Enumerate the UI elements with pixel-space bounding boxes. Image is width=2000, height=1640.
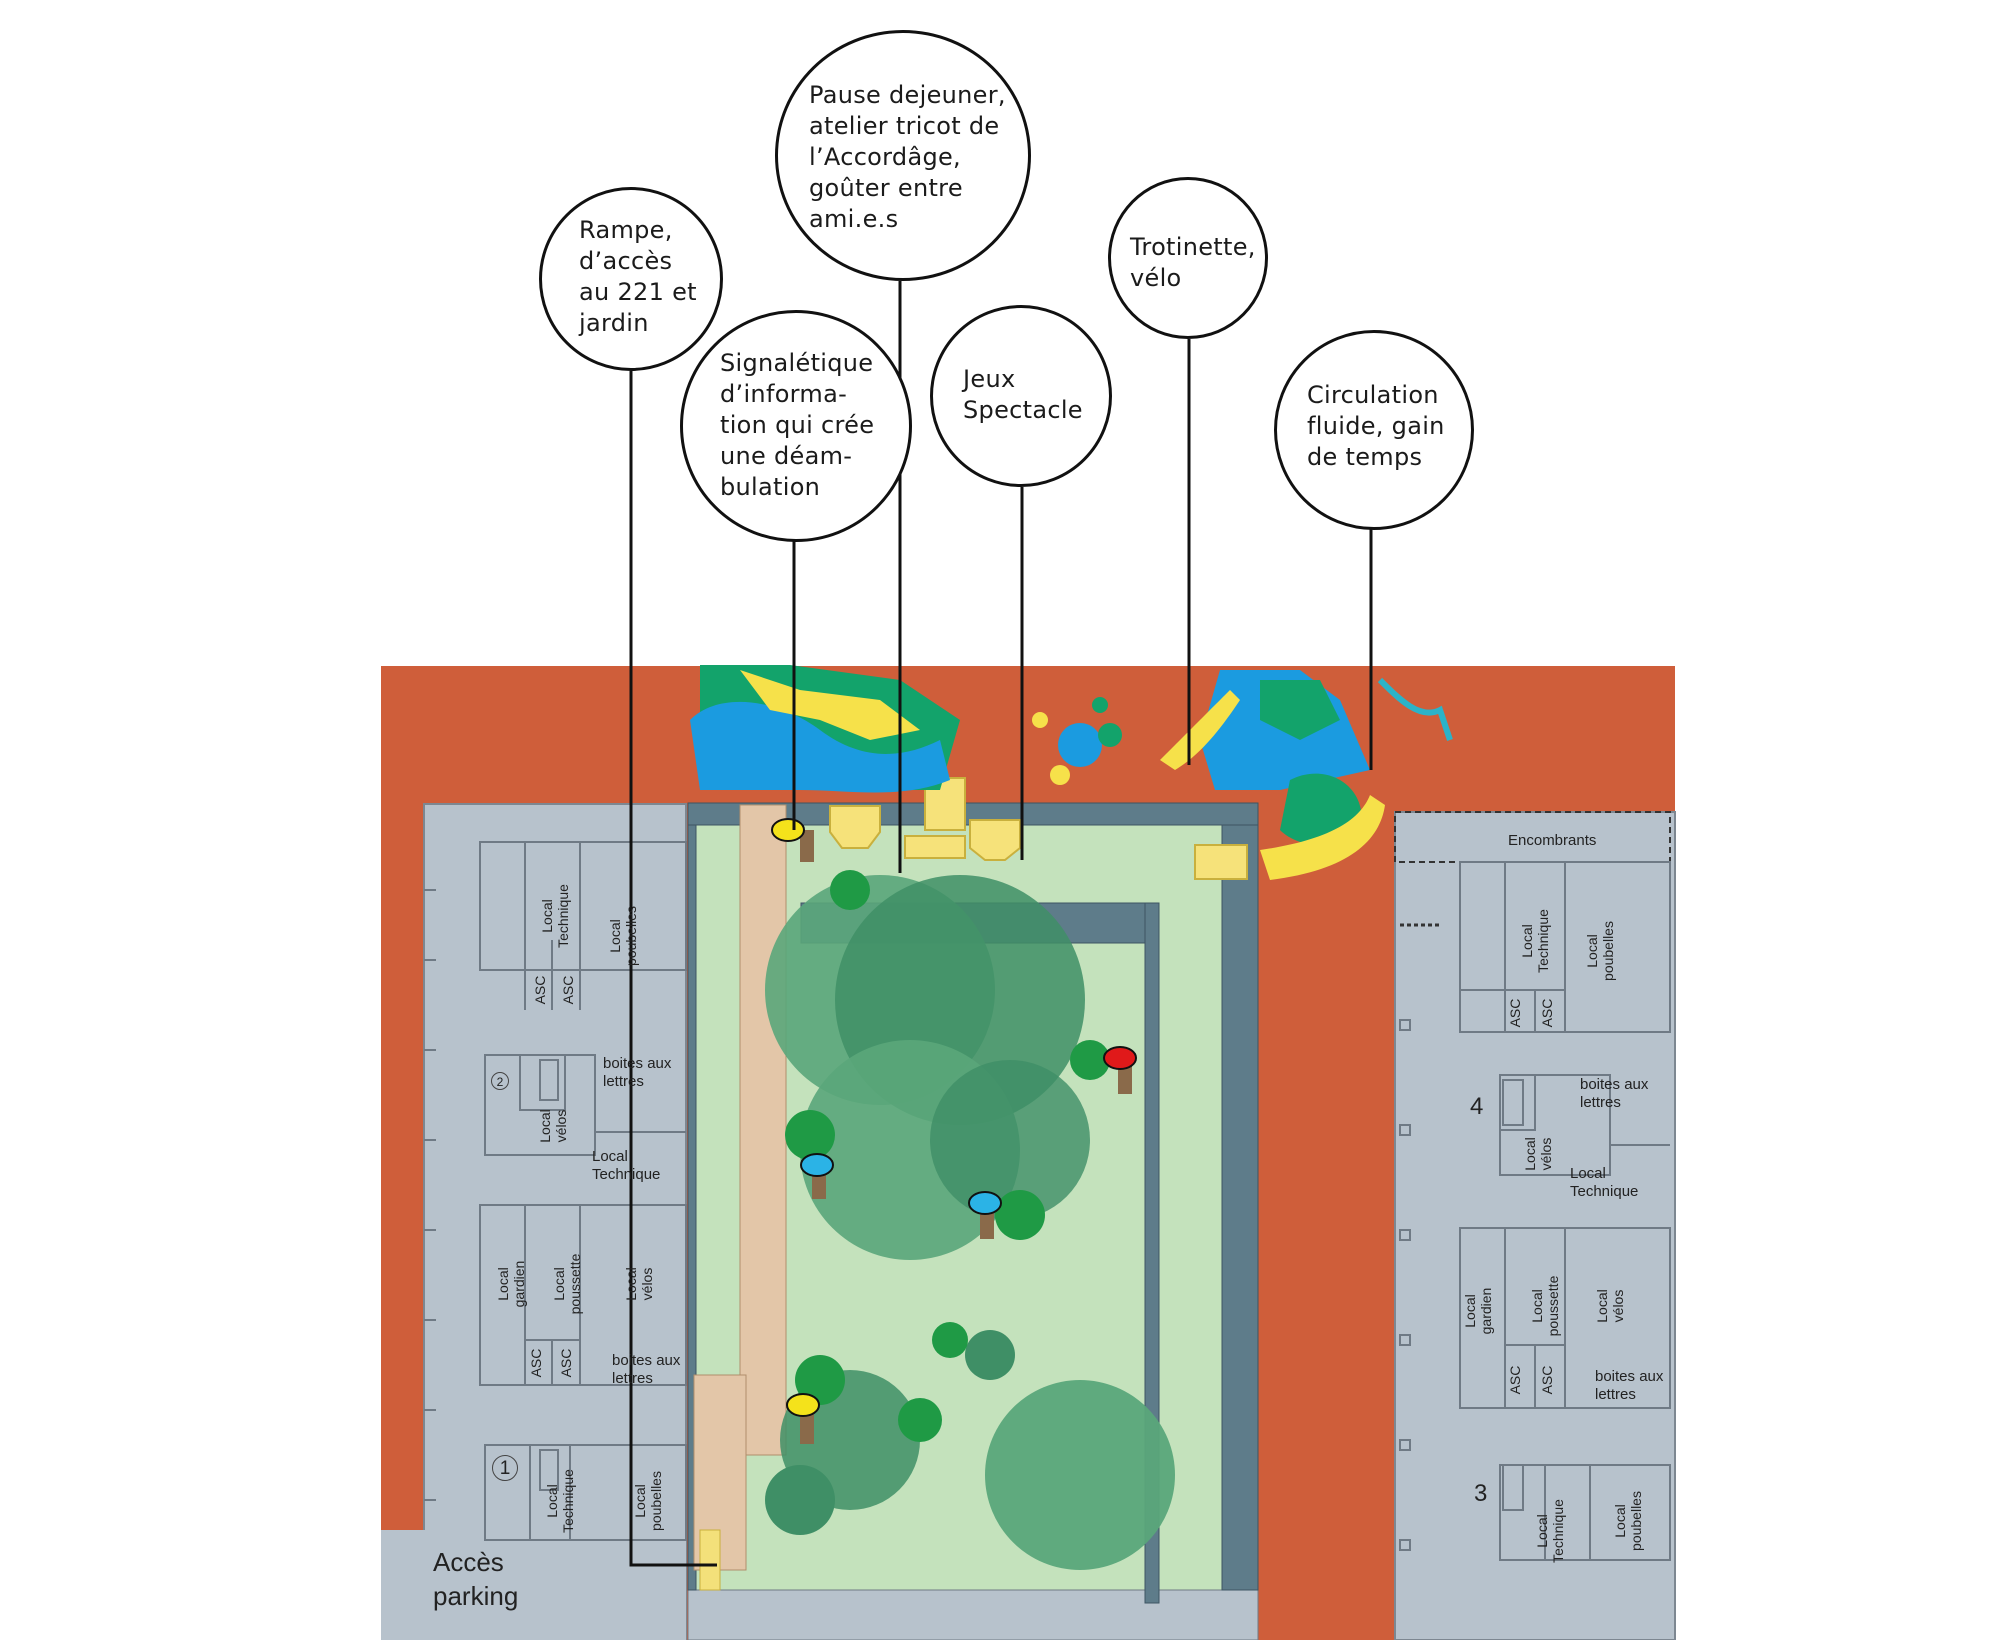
right-local-poubelles-top: Local poubelles: [1584, 921, 1616, 981]
marker-yellow-top: [771, 818, 805, 842]
acces-parking: Accès parking: [433, 1547, 519, 1611]
right-number-3: 3: [1474, 1480, 1488, 1507]
right-local-velos-small: Local vélos: [1522, 1137, 1554, 1171]
right-local-gardien: Local gardien: [1462, 1287, 1494, 1335]
right-asc-c: ASC: [1507, 1365, 1523, 1395]
left-building: [381, 803, 687, 1640]
callout-pause-bubble: [775, 30, 1031, 281]
right-boites-bottom: boites aux lettres: [1595, 1368, 1664, 1403]
left-local-velos-small: Local vélos: [537, 1109, 569, 1143]
leader-rampe: [629, 371, 717, 1567]
planting-beds: [785, 870, 1110, 1442]
marker-red: [1103, 1046, 1137, 1070]
right-asc-b: ASC: [1539, 998, 1555, 1028]
left-local-technique-top: Local Technique: [539, 884, 571, 948]
trees: [765, 875, 1175, 1570]
wooden-path: [739, 804, 787, 1456]
left-number-2: 2: [491, 1072, 509, 1090]
mural: [690, 665, 1453, 880]
right-local-poussette: Local poussette: [1529, 1275, 1561, 1337]
right-building: [1394, 811, 1676, 1640]
left-local-poubelles-bottom: Local poubelles: [632, 1471, 664, 1531]
left-local-velos-big: Local vélos: [623, 1267, 655, 1301]
left-asc-c: ASC: [528, 1348, 544, 1378]
callout-signaletique-text: Signalétique d’informa- tion qui crée un…: [720, 349, 875, 501]
left-local-gardien: Local gardien: [495, 1260, 527, 1308]
right-asc-a: ASC: [1507, 998, 1523, 1028]
callout-pause-text: Pause dejeuner, atelier tricot de l’Acco…: [809, 81, 1006, 233]
callout-signaletique-bubble: [680, 310, 912, 542]
callout-trotinette-bubble: [1108, 177, 1268, 339]
callout-jeux-bubble: [930, 305, 1112, 487]
left-number-1: 1: [492, 1455, 518, 1481]
right-local-technique-top: Local Technique: [1519, 909, 1551, 973]
callout-circulation-bubble: [1274, 330, 1474, 530]
callout-rampe-bubble: [539, 187, 723, 371]
left-local-poussette: Local poussette: [551, 1253, 583, 1315]
right-local-poubelles-bottom: Local poubelles: [1612, 1491, 1644, 1551]
right-asc-d: ASC: [1539, 1365, 1555, 1395]
callout-jeux-text: Jeux Spectacle: [963, 365, 1083, 424]
marker-blue-right: [968, 1191, 1002, 1215]
right-boites-top: boites aux lettres: [1580, 1076, 1649, 1111]
right-local-velos-big: Local vélos: [1594, 1289, 1626, 1323]
left-boites-top: boites aux lettres: [603, 1055, 672, 1090]
left-local-technique-mid: Local Technique: [592, 1148, 661, 1183]
access-ramp: [699, 1529, 721, 1591]
right-encombrants: Encombrants: [1508, 832, 1597, 849]
left-asc-a: ASC: [532, 975, 548, 1005]
stools: [771, 818, 1137, 1444]
callout-circulation-text: Circulation fluide, gain de temps: [1307, 381, 1445, 471]
left-asc-b: ASC: [560, 975, 576, 1005]
marker-yellow-bottom: [786, 1393, 820, 1417]
left-boites-bottom: boites aux lettres: [612, 1352, 681, 1387]
callout-rampe-text: Rampe, d’accès au 221 et jardin: [579, 216, 697, 337]
right-local-technique-bottom: Local Technique: [1534, 1499, 1566, 1563]
bottom-walkway: [687, 1589, 1259, 1640]
left-local-poubelles-top: Local poubelles: [607, 906, 639, 966]
right-local-technique-mid: Local Technique: [1570, 1165, 1639, 1200]
callout-trotinette-text: Trotinette, vélo: [1130, 233, 1256, 292]
marker-blue-left: [800, 1153, 834, 1177]
left-asc-d: ASC: [558, 1348, 574, 1378]
right-number-4: 4: [1470, 1093, 1484, 1120]
left-local-technique-bottom: Local Technique: [544, 1469, 576, 1533]
